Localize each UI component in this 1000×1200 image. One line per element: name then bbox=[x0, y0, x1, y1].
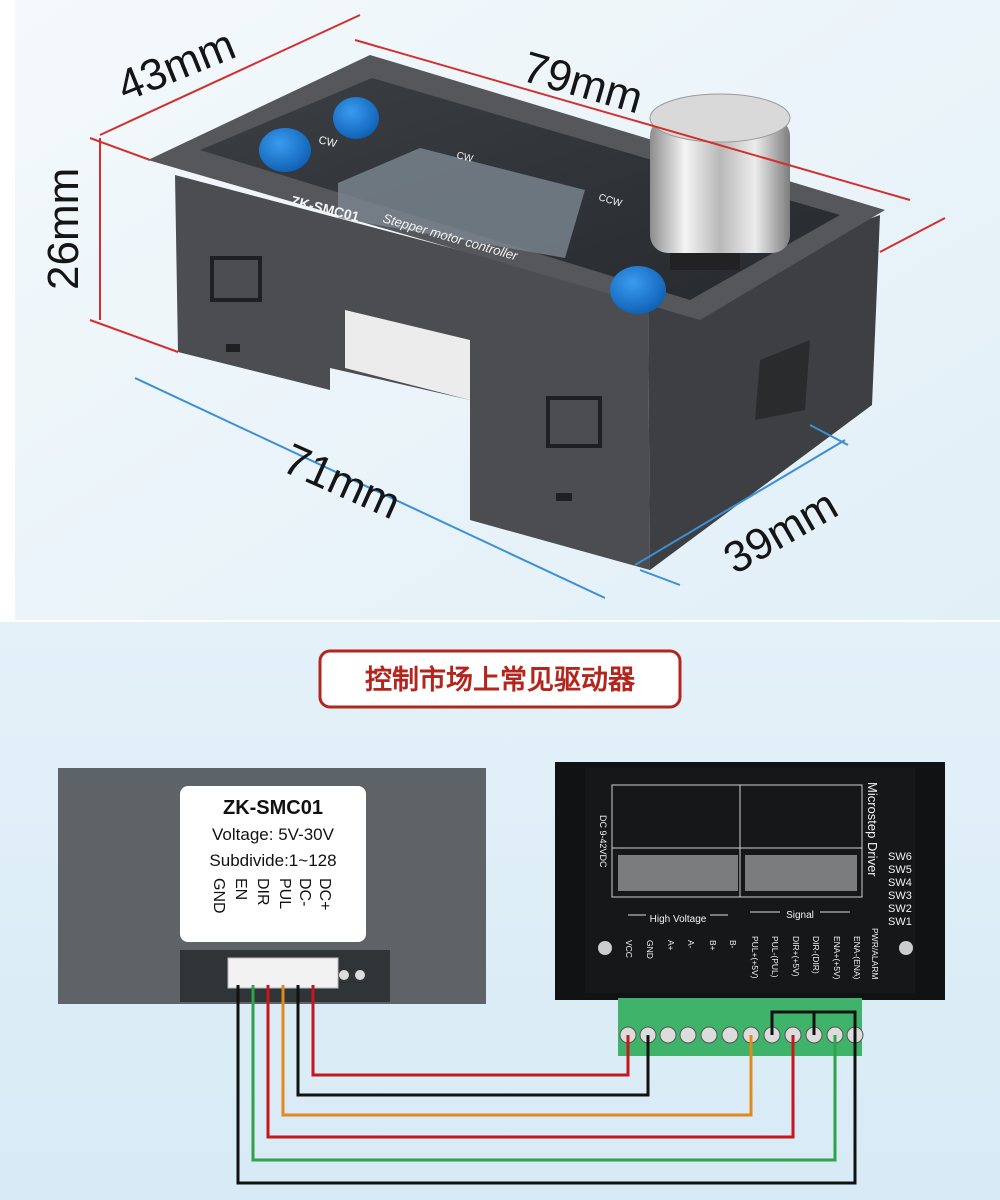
banner-text: 控制市场上常见驱动器 bbox=[365, 664, 636, 696]
wire-dcplus bbox=[311, 985, 630, 1077]
controller-device-photo: ZK-SMC01 Stepper motor controller CW CW … bbox=[148, 55, 885, 570]
clip-left bbox=[210, 256, 262, 302]
term-bplus: B+ bbox=[708, 940, 718, 951]
label-voltage: Voltage: 5V-30V bbox=[212, 825, 335, 844]
sw2: SW2 bbox=[888, 903, 912, 915]
pin-dcplus: DC+ bbox=[316, 878, 333, 910]
pin-dir: DIR bbox=[254, 878, 271, 906]
pin-dcminus: DC- bbox=[296, 878, 313, 906]
driver-title: Microstep Driver bbox=[865, 782, 880, 877]
microstep-driver: Microstep Driver DC 9-42VDC SW6 SW5 SW4 … bbox=[555, 762, 945, 1056]
term-enaminus: ENA-(ENA) bbox=[852, 936, 862, 980]
driver-voltage: DC 9-42VDC bbox=[598, 815, 608, 868]
term-enaplus: ENA+(+5V) bbox=[832, 936, 842, 980]
cw-text: CW bbox=[317, 134, 338, 150]
term-dirplus: DIR+(+5V) bbox=[791, 936, 801, 977]
controller-label bbox=[180, 786, 366, 942]
term-bminus: B- bbox=[728, 940, 738, 949]
term-pulminus: PUL-(PUL) bbox=[770, 936, 780, 978]
sw4: SW4 bbox=[888, 877, 912, 889]
pin-gnd: GND bbox=[210, 878, 227, 914]
label-subdivide: Subdivide:1~128 bbox=[209, 851, 336, 870]
rotary-knob bbox=[650, 118, 790, 253]
wiring bbox=[236, 985, 857, 1185]
pin-pul: PUL bbox=[276, 878, 293, 909]
wire-pul bbox=[281, 985, 753, 1117]
term-vcc: VCC bbox=[624, 940, 634, 958]
wire-bridge-1 bbox=[770, 1010, 816, 1035]
sw3: SW3 bbox=[888, 890, 912, 902]
sw1: SW1 bbox=[888, 916, 912, 928]
wire-dcminus bbox=[296, 985, 650, 1097]
high-voltage-label: High Voltage bbox=[650, 914, 707, 925]
term-aplus: A+ bbox=[666, 940, 676, 951]
label-model: ZK-SMC01 bbox=[223, 797, 323, 819]
ccw-button bbox=[259, 128, 311, 172]
wire-dir bbox=[266, 985, 795, 1139]
terminal-block bbox=[618, 998, 862, 1056]
controller-back: ZK-SMC01 Voltage: 5V-30V Subdivide:1~128… bbox=[58, 768, 486, 1004]
pwr-alarm: PWR/ALARM bbox=[870, 928, 880, 979]
signal-label: Signal bbox=[786, 910, 814, 921]
dimension-lines bbox=[89, 14, 946, 599]
banner-box bbox=[318, 649, 682, 709]
wire-en bbox=[251, 985, 837, 1162]
sw5: SW5 bbox=[888, 864, 912, 876]
mode-button bbox=[610, 266, 666, 314]
sw6: SW6 bbox=[888, 851, 912, 863]
term-aminus: A- bbox=[686, 940, 696, 949]
term-gnd: GND bbox=[645, 940, 655, 959]
clip-right bbox=[546, 396, 602, 448]
lcd-cw-text: CW bbox=[455, 150, 474, 165]
term-dirminus: DIR-(DIR) bbox=[811, 936, 821, 974]
wire-bridge-2 bbox=[814, 1010, 857, 1035]
dim-height: 26mm bbox=[39, 168, 88, 290]
wire-gnd bbox=[236, 985, 857, 1185]
term-pulplus: PUL+(+5V) bbox=[750, 936, 760, 979]
cw-button bbox=[333, 97, 379, 139]
pin-en: EN bbox=[232, 878, 249, 900]
